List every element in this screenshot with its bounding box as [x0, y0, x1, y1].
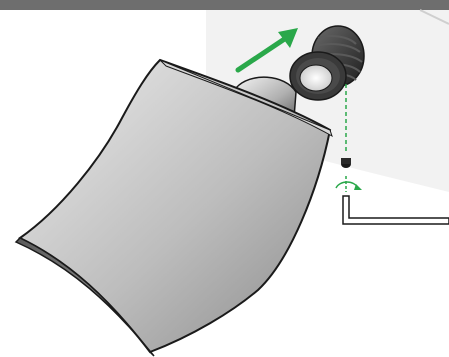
insertion-arrow	[235, 28, 298, 73]
set-screw	[341, 158, 351, 168]
hex-key	[342, 195, 449, 225]
threaded-adapter-nut	[289, 25, 365, 101]
wall-edge	[419, 9, 449, 25]
top-band	[0, 0, 449, 10]
wall-panel	[206, 10, 449, 192]
curved-monitor	[14, 58, 333, 357]
rotation-arrow	[335, 176, 362, 192]
